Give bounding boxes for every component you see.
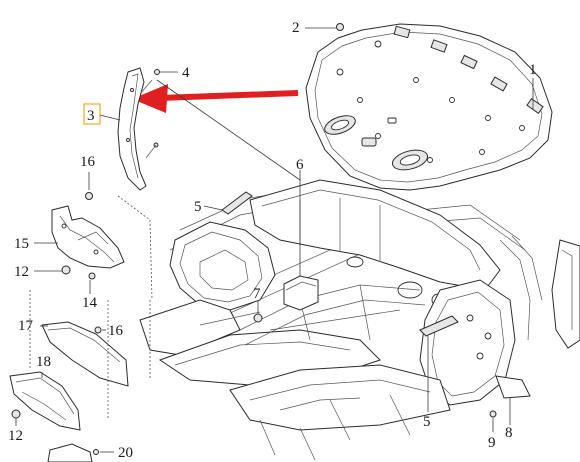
part-8-bracket [495, 375, 531, 425]
screw-part-4 [139, 69, 178, 159]
callout-16-lower: 16 [108, 323, 124, 339]
callout-4: 4 [182, 65, 190, 81]
callout-3: 3 [87, 108, 95, 124]
callout-20: 20 [118, 445, 133, 461]
panel-part-18 [9, 371, 81, 431]
callout-7: 7 [253, 286, 261, 302]
callout-14: 14 [82, 295, 98, 311]
nut-part-12-upper [34, 265, 71, 275]
part-5-strip-left [203, 191, 253, 215]
callout-18: 18 [36, 354, 51, 370]
callout-1: 1 [529, 62, 537, 78]
hood-insulation-pad [305, 23, 553, 191]
clip-part-16-top [85, 172, 93, 200]
callout-5-left: 5 [194, 199, 202, 215]
callout-2: 2 [292, 20, 300, 36]
highlight-arrow [132, 84, 299, 113]
callout-17: 17 [18, 318, 34, 334]
callout-3-highlight-box [83, 103, 101, 125]
part-9-clip [489, 410, 497, 432]
callout-9: 9 [488, 435, 496, 451]
part-20-lower [47, 443, 114, 462]
vehicle-body-structure [139, 179, 543, 461]
callout-16-top: 16 [80, 154, 96, 170]
clip-part-16-lower [94, 326, 106, 334]
callout-12-upper: 12 [14, 264, 29, 280]
side-strip-part-3 [117, 67, 147, 191]
clip-part-2 [305, 23, 344, 31]
clip-part-14 [88, 272, 96, 294]
right-edge-part [551, 239, 580, 349]
callout-5-right: 5 [423, 414, 431, 430]
panel-part-17 [40, 321, 129, 387]
part-6-bracket [283, 170, 319, 311]
callout-8: 8 [505, 425, 513, 441]
callout-12-lower: 12 [8, 428, 23, 444]
callout-6: 6 [296, 157, 304, 173]
callout-15: 15 [14, 236, 29, 252]
alignment-dashes [107, 195, 153, 420]
part-7-clip [253, 300, 263, 323]
part-5-strip-right [419, 315, 459, 412]
nut-part-12-lower [11, 409, 21, 426]
bracket-part-15 [34, 205, 125, 269]
